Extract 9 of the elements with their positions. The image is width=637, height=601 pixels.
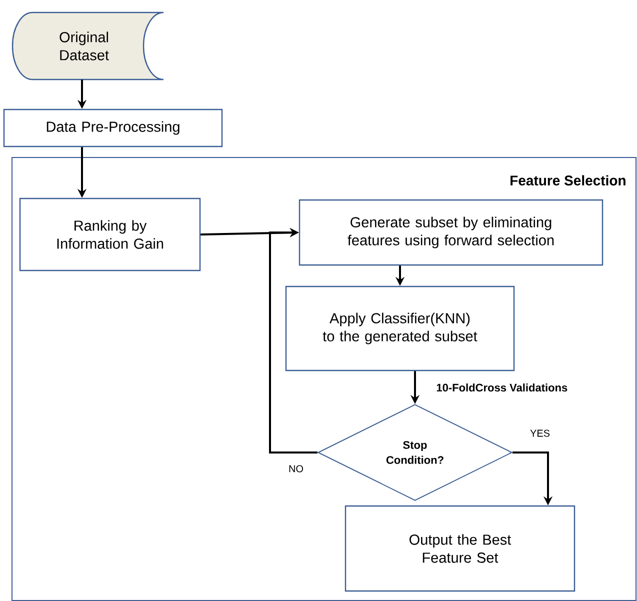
edge-label: YES (529, 428, 551, 438)
process-box: Ranking by Information Gain (19, 198, 201, 272)
process-box: Output the Best Feature Set (344, 505, 576, 592)
process-box: Apply Classifier(KNN) to the generated subset (285, 286, 515, 372)
process-box: Data Pre-Processing (3, 108, 223, 148)
edge-label: NO (288, 464, 304, 474)
arrow (269, 228, 318, 454)
edge-label: 10-FoldCross Validations (435, 382, 569, 393)
process-box: Generate subset by eliminating features using forward selection (298, 199, 604, 266)
